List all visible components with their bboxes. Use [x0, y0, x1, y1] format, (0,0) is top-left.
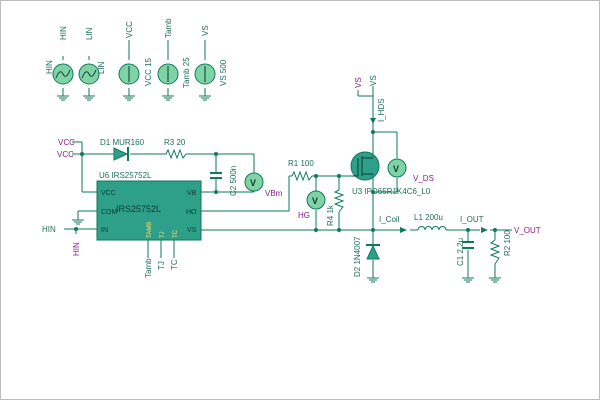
source-vs[interactable]: [194, 63, 216, 85]
source-vs-name: VS: [201, 25, 210, 36]
net-label-hin-gnd: HIN: [72, 242, 81, 256]
capacitor-c1[interactable]: [462, 241, 474, 249]
source-tamb-value: Tamb 25: [182, 57, 191, 88]
net-label-vcc-a: VCC: [58, 138, 75, 147]
source-vcc-name: VCC: [125, 21, 134, 38]
resistor-r2[interactable]: [489, 239, 501, 265]
mosfet-u3[interactable]: [350, 144, 380, 181]
source-tamb-name: Tamb: [164, 18, 173, 38]
ic-pin-com: COM: [101, 209, 118, 216]
label-r4: R4 1k: [326, 204, 335, 226]
ic-pin-in: IN: [101, 227, 108, 234]
label-r3: R3 20: [164, 138, 186, 147]
label-u3: U3 IPD65R1K4C6_L0: [352, 187, 431, 196]
ic-pin-vs: VS: [187, 227, 197, 234]
source-lin[interactable]: [78, 63, 100, 85]
probe-v-ds: V_DS: [413, 174, 434, 183]
label-r2: R2 100: [503, 230, 512, 256]
net-label-hin-in: HIN: [42, 225, 56, 234]
probe-v-out: V_OUT: [514, 226, 541, 235]
source-tamb[interactable]: [157, 63, 179, 85]
junction-dots: [74, 130, 497, 232]
resistor-r3[interactable]: [165, 148, 187, 160]
ic-pin-ho: HO: [186, 209, 197, 216]
resistor-r1[interactable]: [291, 170, 313, 182]
label-r1: R1 100: [288, 159, 314, 168]
net-label-tc: TC: [170, 259, 179, 270]
meter-letter-hg: V: [312, 196, 318, 206]
source-lin-value: LIN: [97, 61, 106, 74]
net-label-vs-top2: VS: [369, 75, 378, 86]
voltmeter-hg[interactable]: [306, 190, 326, 210]
source-vs-value: VS 500: [219, 59, 228, 86]
probe-arrow-i-coil: [400, 227, 407, 233]
net-label-vcc-b: VCC: [57, 150, 74, 159]
ic-pin-tamb: TAMB: [147, 222, 153, 238]
ic-pin-vb: VB: [187, 190, 197, 197]
ic-u6-body[interactable]: [96, 180, 202, 241]
source-hin-name: HIN: [59, 26, 68, 40]
source-vcc[interactable]: [118, 63, 140, 85]
net-label-tj: TJ: [157, 261, 166, 270]
ic-u6-title: IRS25752L: [116, 204, 161, 214]
net-label-tamb: Tamb: [144, 258, 153, 278]
label-d1: D1 MUR160: [100, 138, 145, 147]
net-label-vs-top: VS: [354, 77, 363, 88]
label-u6: U6 IRS25752L: [99, 171, 152, 180]
ic-pin-tj: TJ: [160, 231, 166, 238]
wires: [57, 40, 512, 283]
label-l1: L1 200u: [414, 213, 443, 222]
probe-hg: HG: [298, 211, 310, 220]
label-c2: C2 500n: [229, 166, 238, 196]
diode-d2[interactable]: [366, 244, 380, 260]
inductor-l1[interactable]: [417, 226, 447, 231]
voltmeter-vbm[interactable]: [244, 172, 264, 192]
label-c1: C1 2.2u: [456, 238, 465, 266]
source-lin-name: LIN: [85, 27, 94, 40]
ic-pin-vcc: VCC: [101, 190, 116, 197]
diode-d1[interactable]: [113, 147, 129, 161]
label-d2: D2 1N4007: [353, 236, 362, 277]
source-hin-value: HIN: [45, 60, 54, 74]
probe-i-hds: I_HDS: [377, 98, 386, 122]
source-hin[interactable]: [52, 63, 74, 85]
probe-arrow-i-out: [481, 227, 488, 233]
voltmeter-v-ds[interactable]: [387, 158, 407, 178]
resistor-r4[interactable]: [333, 189, 345, 213]
ic-pin-tc: TC: [173, 229, 179, 238]
probe-arrow-i-hds: [370, 118, 376, 124]
meter-letter-v-ds: V: [393, 164, 399, 174]
probe-i-out: I_OUT: [460, 215, 484, 224]
meter-letter-vbm: V: [250, 178, 256, 188]
source-vcc-value: VCC 15: [144, 57, 153, 86]
probe-vbm: VBm: [265, 189, 283, 198]
probe-i-coil: I_Coil: [379, 215, 400, 224]
capacitor-c2[interactable]: [210, 169, 222, 183]
